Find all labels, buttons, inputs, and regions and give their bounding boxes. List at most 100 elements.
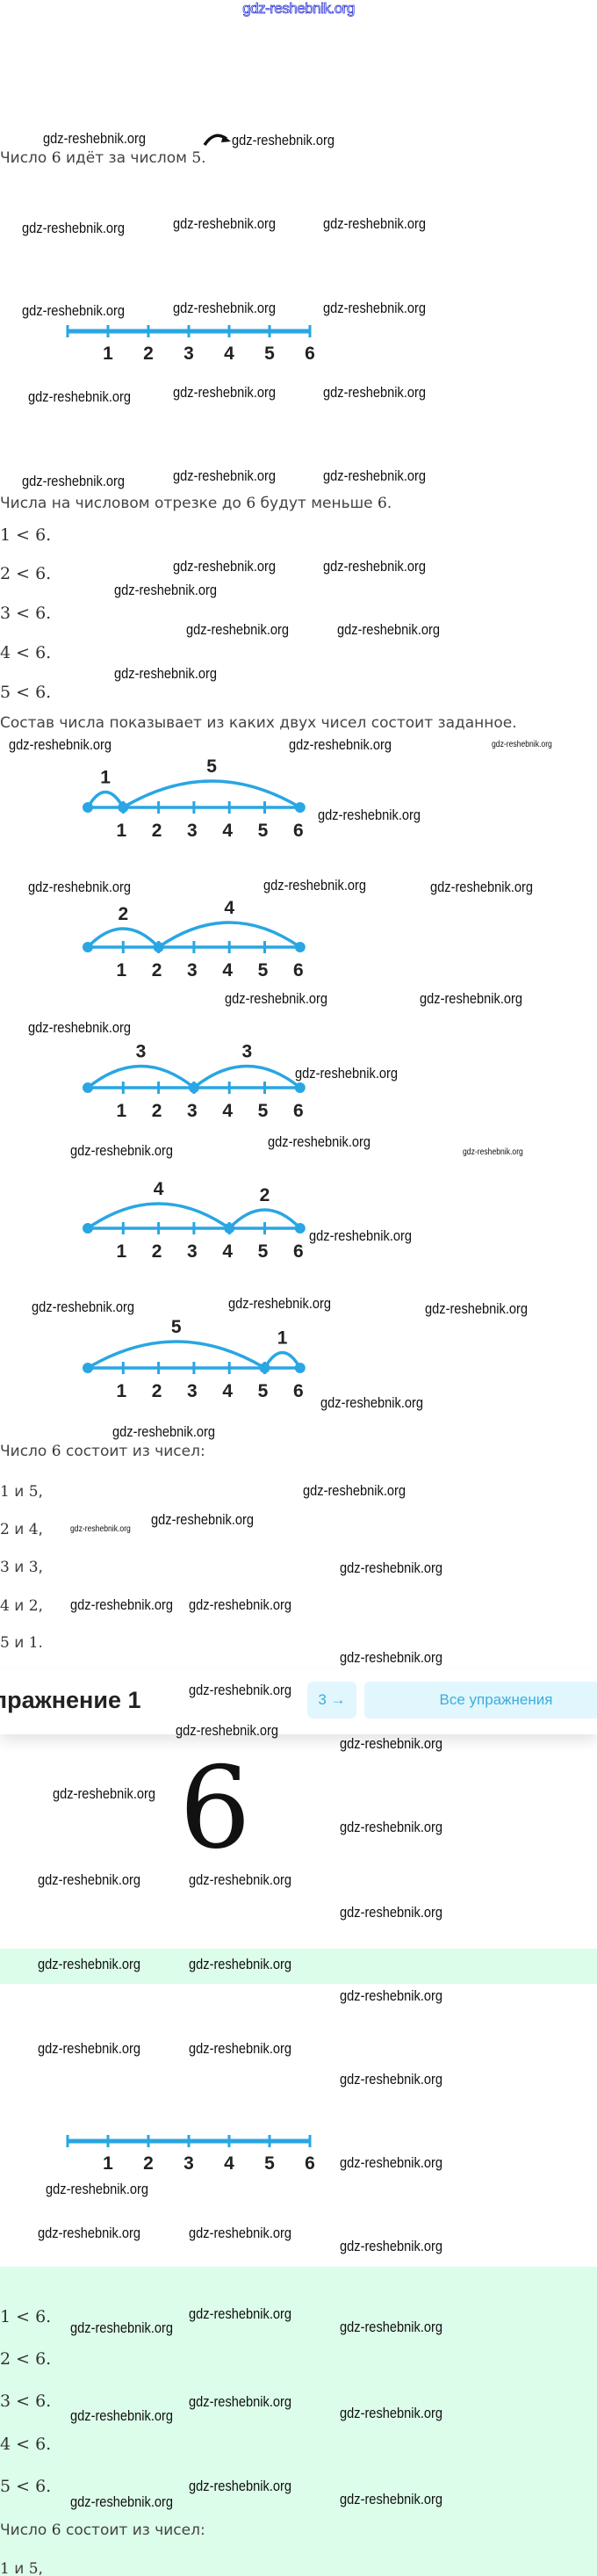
watermark: gdz-reshebnik.org <box>425 1300 529 1317</box>
watermark: gdz-reshebnik.org <box>28 1019 132 1036</box>
watermark: gdz-reshebnik.org <box>430 879 534 895</box>
watermark: gdz-reshebnik.org <box>420 990 523 1007</box>
point-dot <box>83 1082 93 1093</box>
point-dot <box>188 1082 199 1093</box>
tick-label: 2 <box>143 2153 154 2174</box>
tick-label: 6 <box>305 344 315 364</box>
inequality: 4 < 6. <box>0 643 52 662</box>
watermark: gdz-reshebnik.org <box>9 736 112 753</box>
pair: 2 и 4, <box>0 1521 43 1538</box>
pair: 5 и 1. <box>0 1634 43 1652</box>
tick-label: 6 <box>293 1381 304 1401</box>
tick-label: 6 <box>293 821 304 841</box>
watermark: gdz-reshebnik.org <box>337 621 441 638</box>
tick-label: 4 <box>224 344 234 364</box>
jump-arc <box>157 921 301 949</box>
watermark: gdz-reshebnik.org <box>173 558 277 575</box>
tick-label: 5 <box>258 1381 269 1401</box>
tick-label: 5 <box>258 960 269 980</box>
jump-arc <box>86 790 125 808</box>
jump-label: 1 <box>277 1328 288 1349</box>
watermark: gdz-reshebnik.org <box>340 2071 443 2088</box>
jump-arc <box>86 1064 196 1089</box>
watermark: gdz-reshebnik.org <box>38 1871 141 1888</box>
watermark: gdz-reshebnik.org <box>22 220 126 236</box>
point-dot <box>294 942 306 952</box>
watermark: gdz-reshebnik.org <box>340 2154 443 2171</box>
tick-label: 4 <box>224 2153 234 2174</box>
tick-label: 3 <box>187 821 198 841</box>
jump-arc <box>86 927 160 949</box>
tick-label: 6 <box>293 1101 304 1121</box>
watermark: gdz-reshebnik.org <box>323 558 427 575</box>
jump-label: 2 <box>260 1185 270 1205</box>
watermark: gdz-reshebnik.org <box>289 736 392 753</box>
big-number: 6 <box>179 1743 251 1874</box>
watermark: gdz-reshebnik.org <box>28 879 132 895</box>
inequality: 2 < 6. <box>0 564 52 583</box>
tick-label: 2 <box>143 344 154 364</box>
watermark: gdz-reshebnik.org <box>323 467 427 484</box>
watermark: gdz-reshebnik.org <box>189 2225 292 2241</box>
composition-heading: Состав числа показывает из каких двух чи… <box>0 714 517 732</box>
jump-arc <box>263 1350 302 1369</box>
inequality: 1 < 6. <box>0 2307 52 2326</box>
watermark: gdz-reshebnik.org <box>151 1511 255 1528</box>
tick-label: 2 <box>152 821 162 841</box>
watermark: gdz-reshebnik.org <box>228 1295 332 1312</box>
watermark: gdz-reshebnik.org <box>340 1904 443 1921</box>
watermark: gdz-reshebnik.org <box>70 1524 131 1534</box>
tick-label: 1 <box>116 1381 126 1401</box>
tick-label: 6 <box>305 2153 315 2174</box>
watermark: gdz-reshebnik.org <box>340 1987 443 2004</box>
consists-heading: Число 6 состоит из чисел: <box>0 1443 205 1460</box>
watermark: gdz-reshebnik.org <box>173 384 277 401</box>
all-exercises-button[interactable]: Все упражнения <box>364 1682 597 1719</box>
tick-label: 3 <box>187 1381 198 1401</box>
tick-label: 1 <box>116 821 126 841</box>
watermark: gdz-reshebnik.org <box>492 740 552 749</box>
point-dot <box>294 1363 306 1373</box>
watermark: gdz-reshebnik.org <box>303 1482 406 1499</box>
point-dot <box>83 1363 93 1373</box>
point-dot <box>83 802 93 813</box>
inequality: 3 < 6. <box>0 604 52 623</box>
watermark: gdz-reshebnik.org <box>43 130 147 147</box>
watermark: gdz-reshebnik.org <box>340 1559 443 1576</box>
curved-arrow-icon <box>203 134 231 146</box>
tick-label: 4 <box>222 1241 233 1262</box>
next-exercise-button[interactable]: 3 → <box>307 1682 356 1719</box>
jump-label: 5 <box>171 1317 182 1337</box>
tick-label: 3 <box>187 1241 198 1262</box>
watermark: gdz-reshebnik.org <box>225 990 328 1007</box>
watermark: gdz-reshebnik.org <box>323 384 427 401</box>
point-dot <box>294 1223 306 1234</box>
jump-arc <box>227 1208 302 1230</box>
jump-label: 4 <box>154 1179 164 1199</box>
tick-label: 3 <box>183 344 194 364</box>
watermark: gdz-reshebnik.org <box>263 877 367 894</box>
watermark: gdz-reshebnik.org <box>32 1299 135 1315</box>
follows-text: Число 6 идёт за числом 5. <box>0 149 206 167</box>
jump-label: 1 <box>100 768 111 788</box>
tick-label: 2 <box>152 1241 162 1262</box>
pair: 3 и 3, <box>0 1559 43 1576</box>
tick-label: 2 <box>152 1381 162 1401</box>
tick-label: 5 <box>258 821 269 841</box>
site-watermark-header: gdz-reshebnik.org <box>242 0 356 17</box>
watermark: gdz-reshebnik.org <box>22 473 126 489</box>
tick-label: 1 <box>116 960 126 980</box>
watermark: gdz-reshebnik.org <box>189 2040 292 2057</box>
consists-heading: Число 6 состоит из чисел: <box>0 2522 205 2539</box>
tick-label: 5 <box>258 1101 269 1121</box>
watermark: gdz-reshebnik.org <box>463 1147 523 1157</box>
watermark: gdz-reshebnik.org <box>340 1735 443 1752</box>
tick-label: 1 <box>103 344 113 364</box>
tick-label: 6 <box>293 1241 304 1262</box>
